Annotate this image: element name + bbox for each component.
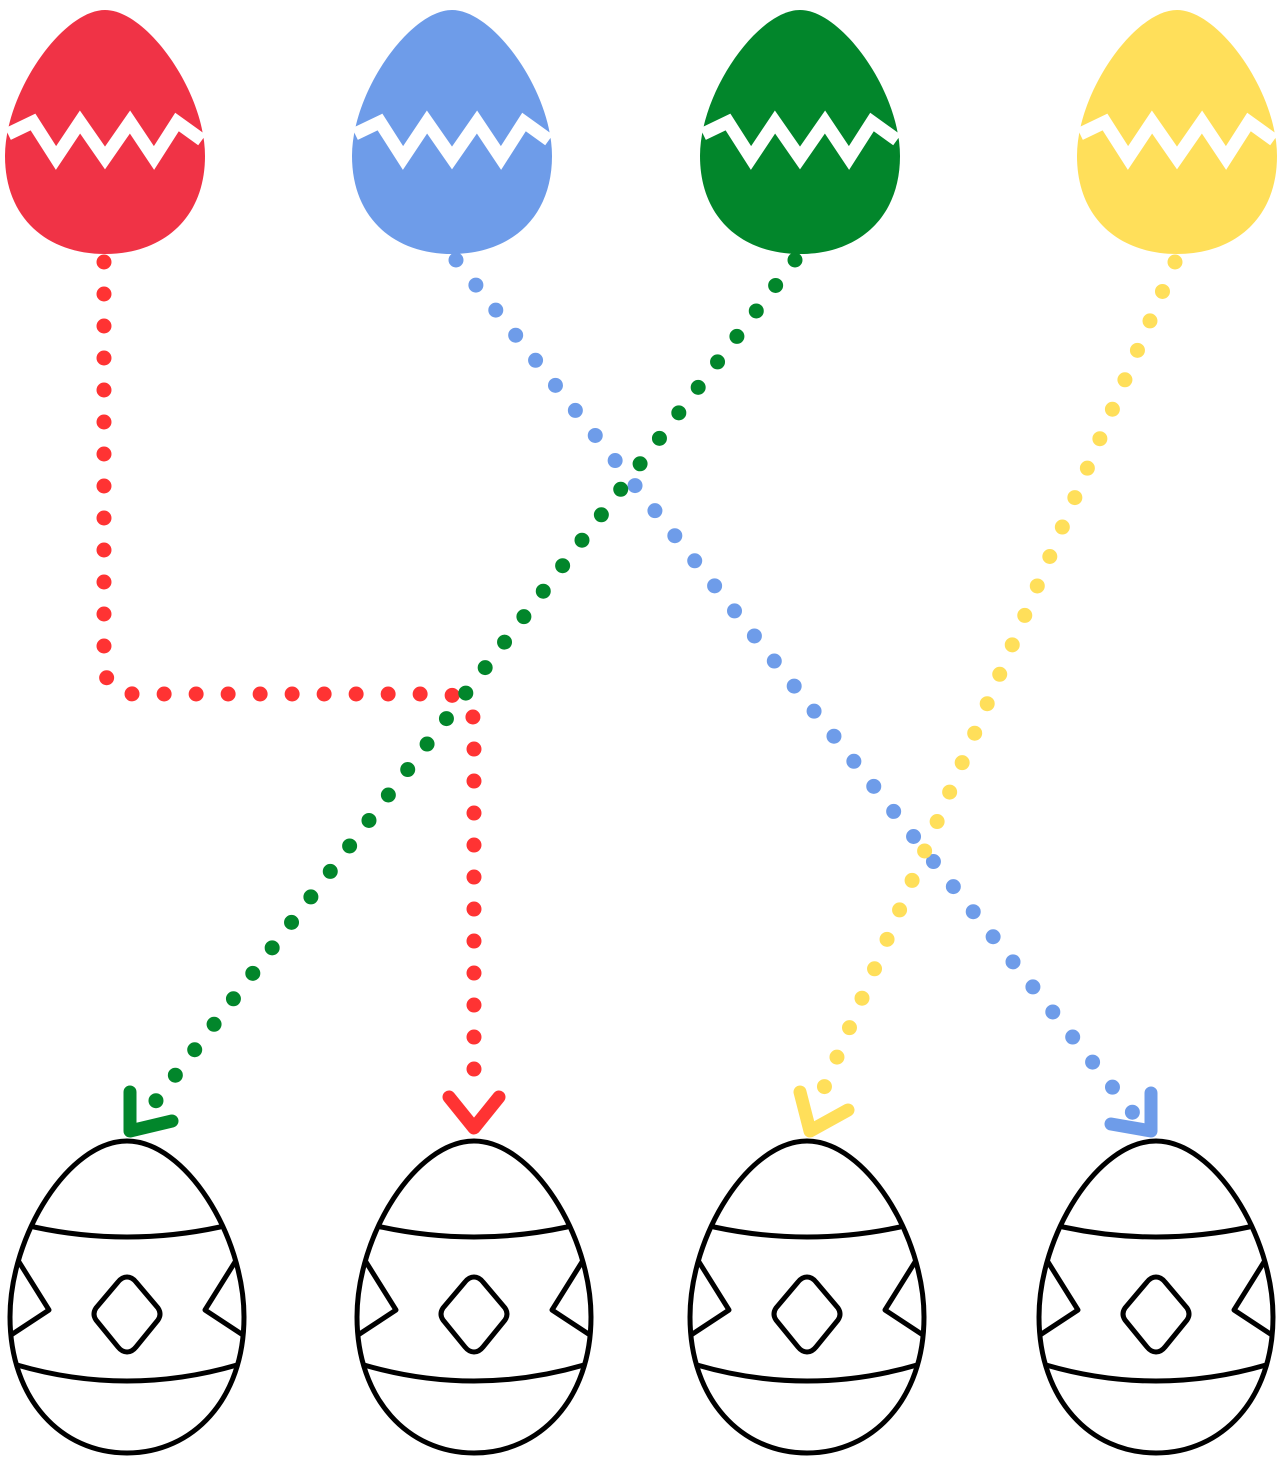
connection-paths (96, 252, 1183, 1121)
target-4-outline-egg (1036, 1138, 1276, 1456)
target-eggs (7, 1138, 1276, 1456)
yellow-egg (1077, 10, 1278, 254)
target-4-shell-outline (1036, 1138, 1276, 1456)
target-3-diamond-icon (771, 1274, 843, 1355)
target-1-diamond-icon (91, 1274, 163, 1355)
yellow-arrowhead-icon (793, 1085, 855, 1138)
target-2-right-triangle (549, 1259, 593, 1338)
green-arrowhead-icon (123, 1085, 179, 1138)
red-egg-zigzag (5, 110, 206, 170)
target-2-diamond-icon (438, 1274, 510, 1355)
target-4-top-band (1060, 1224, 1252, 1240)
target-2-left-triangle (355, 1259, 399, 1338)
target-3-right-triangle (882, 1259, 926, 1338)
target-2-top-band (378, 1224, 570, 1240)
red-arrowhead-icon (442, 1090, 506, 1135)
target-3-bottom-band (694, 1362, 920, 1384)
target-1-bottom-band (14, 1362, 240, 1384)
blue-arrowhead-icon (1104, 1086, 1158, 1138)
target-4-diamond-icon (1120, 1274, 1192, 1355)
red-egg (5, 10, 206, 254)
target-2-outline-egg (354, 1138, 594, 1456)
red-connection-path (96, 254, 482, 1083)
blue-connection-path (448, 252, 1141, 1121)
arrowheads (123, 1085, 1158, 1138)
target-3-outline-egg (687, 1138, 927, 1456)
target-4-left-triangle (1037, 1259, 1081, 1338)
target-2-bottom-band (361, 1362, 587, 1384)
target-1-top-band (31, 1224, 223, 1240)
target-3-left-triangle (688, 1259, 732, 1338)
target-1-outline-egg (7, 1138, 247, 1456)
blue-egg (352, 10, 553, 254)
target-1-left-triangle (8, 1259, 52, 1338)
target-3-shell-outline (687, 1138, 927, 1456)
yellow-connection-path (815, 254, 1183, 1098)
yellow-egg-zigzag (1077, 110, 1278, 170)
target-1-right-triangle (202, 1259, 246, 1338)
target-4-right-triangle (1231, 1259, 1275, 1338)
target-2-shell-outline (354, 1138, 594, 1456)
blue-egg-zigzag (352, 110, 553, 170)
target-4-bottom-band (1043, 1362, 1269, 1384)
target-3-top-band (711, 1224, 903, 1240)
target-1-shell-outline (7, 1138, 247, 1456)
green-egg (700, 10, 901, 254)
green-egg-zigzag (700, 110, 901, 170)
source-eggs (5, 10, 1278, 254)
